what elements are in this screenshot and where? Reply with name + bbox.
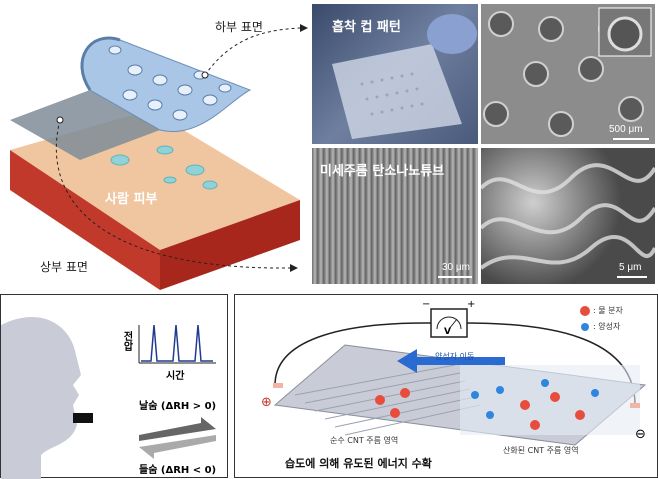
- label-skin: 사람 피부: [105, 192, 158, 207]
- plus-terminal: ⊕: [261, 395, 272, 410]
- oxidized-region: [460, 365, 640, 435]
- scale-500: 500 μm: [609, 124, 643, 135]
- sem-cnt-closeup: 5 μm: [481, 148, 655, 284]
- region-pure-label: 순수 CNT 주름 영역: [330, 436, 399, 445]
- sem-cnt-wrinkle: 미세주름 탄소나노튜브 30 μm: [312, 148, 478, 284]
- mask-sensor: [73, 413, 93, 423]
- energy-panel: : 물 분자 : 양성자 V − + 양성자 이동 순수 CNT 주름 영역 산…: [234, 294, 658, 478]
- exhale-label: 날숨 (ΔRH > 0): [139, 401, 217, 412]
- label-top-surface: 상부 표면: [40, 260, 88, 274]
- inhale-label: 들숨 (ΔRH < 0): [139, 465, 217, 476]
- graph-ylabel: 전압: [121, 331, 132, 351]
- skin-front-face: [10, 150, 160, 290]
- breathing-panel: 전압 시간 날숨 (ΔRH > 0) 들숨 (ΔRH < 0): [0, 294, 228, 479]
- scale-bar-500: [613, 138, 649, 140]
- legend-water: : 물 분자: [593, 306, 623, 315]
- arrow-to-top-surface: [55, 119, 291, 269]
- voltmeter-label: V: [444, 327, 451, 337]
- sem-suction-cups: 500 μm: [481, 4, 655, 144]
- patch-top-layer: [10, 90, 160, 160]
- legend-cation: : 양성자: [593, 322, 621, 331]
- head-silhouette: [1, 316, 81, 479]
- scale-30: 30 μm: [442, 262, 470, 273]
- ion-flow-arrow: [397, 349, 505, 373]
- energy-caption: 습도에 의해 유도된 에너지 수확: [285, 457, 432, 470]
- label-cnt: 미세주름 탄소나노튜브: [320, 164, 445, 179]
- scale-bar-5: [617, 276, 647, 278]
- exhale-arrow: [139, 417, 216, 441]
- voltmeter-plus: +: [467, 299, 476, 310]
- left-electrode: [273, 383, 283, 388]
- voltmeter: [430, 308, 468, 338]
- voltage-trace: [141, 324, 213, 362]
- scale-bar-30: [438, 276, 472, 278]
- right-electrode: [630, 403, 640, 408]
- legend-water-icon: [580, 306, 590, 316]
- label-suction-pattern: 흡착 컵 패턴: [332, 20, 401, 35]
- label-bottom-surface: 하부 표면: [215, 20, 263, 34]
- region-oxidized-label: 산화된 CNT 주름 영역: [503, 446, 579, 455]
- photo-suction-pattern: 흡착 컵 패턴: [312, 4, 478, 144]
- scale-5: 5 μm: [619, 262, 642, 273]
- ion-flow-label: 양성자 이동: [435, 352, 475, 361]
- skin-side-face: [160, 200, 300, 290]
- skin-patch-illustration: [10, 24, 308, 290]
- legend-cation-icon: [581, 323, 589, 331]
- arrow-to-bottom-surface: [204, 27, 301, 76]
- graph-xlabel: 시간: [166, 371, 185, 382]
- voltmeter-minus: −: [422, 299, 431, 310]
- inhale-arrow: [139, 435, 216, 459]
- minus-terminal: ⊖: [635, 427, 646, 442]
